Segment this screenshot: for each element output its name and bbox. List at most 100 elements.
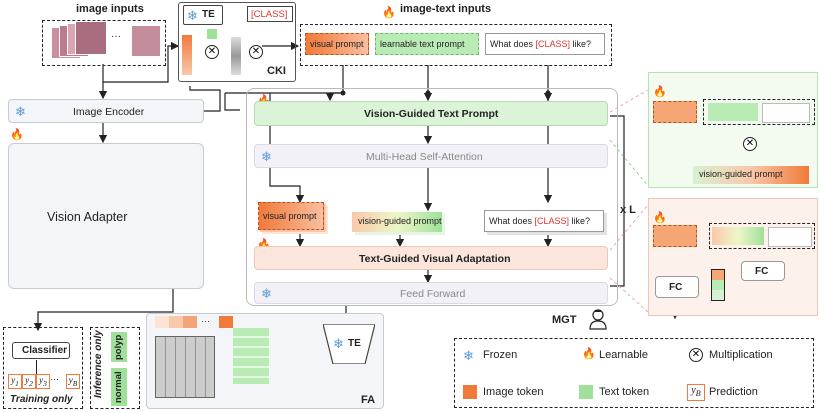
- multiply-icon: ✕: [689, 348, 703, 362]
- snowflake-icon: ❄: [333, 336, 344, 351]
- image-encoder-block: ❄ Image Encoder: [8, 99, 204, 123]
- image-inputs-box: ···: [42, 20, 166, 66]
- vision-guided-prompt-box: vision-guided prompt: [352, 212, 442, 232]
- fire-icon: 🔥: [582, 348, 596, 360]
- fa-te-block: ❄ TE: [323, 324, 375, 364]
- visual-prompt-box: visual prompt: [305, 33, 369, 55]
- image-text-inputs-box: visual prompt learnable text prompt What…: [300, 24, 612, 66]
- token-dots: ···: [201, 316, 210, 326]
- visual-prompt-box: visual prompt: [258, 202, 324, 230]
- vision-guided-prompt-label: vision-guided prompt: [358, 216, 442, 226]
- text-feature-stack: [233, 328, 269, 384]
- classifier-label: Classifier: [22, 345, 68, 356]
- image-token: [219, 316, 233, 328]
- class-polyp-label: polyp: [113, 334, 124, 360]
- image-token: [653, 225, 697, 247]
- patch-image-4: [75, 21, 107, 55]
- multiply-icon: ✕: [205, 45, 219, 59]
- inference-only-box: Inference only polyp normal: [90, 327, 140, 409]
- vg-prompt-label: vision-guided prompt: [699, 169, 783, 179]
- legend: ❄ Frozen 🔥 Learnable ✕ Multiplication Im…: [454, 338, 814, 408]
- vgtp-label: Vision-Guided Text Prompt: [364, 108, 499, 120]
- vision-guided-text-prompt-block: Vision-Guided Text Prompt: [254, 101, 608, 126]
- cki-class-token: [CLASS]: [251, 9, 288, 20]
- vgtp-detail-panel: 🔥 ✕ vision-guided prompt: [648, 72, 818, 188]
- classifier-block: Classifier: [12, 342, 70, 359]
- legend-prediction: Prediction: [709, 386, 758, 398]
- text-token-swatch: [579, 385, 593, 399]
- cki-module: ❄ TE [CLASS] ✕ ✕ CKI: [178, 2, 296, 82]
- ff-label: Feed Forward: [400, 288, 466, 300]
- fa-module: ··· ❄ TE FA: [146, 313, 384, 409]
- question-prompt-box: What does [CLASS] like?: [484, 210, 604, 232]
- prediction-swatch: yB: [687, 384, 705, 401]
- snowflake-icon: ❄: [261, 149, 272, 164]
- similarity-matrix: [155, 336, 215, 398]
- image-encoder-label: Image Encoder: [73, 106, 145, 118]
- fire-icon: 🔥: [382, 7, 396, 19]
- mgt-module: [246, 88, 618, 306]
- fire-icon: 🔥: [257, 239, 271, 251]
- text-guided-visual-adaptation-block: Text-Guided Visual Adaptation: [254, 246, 608, 270]
- snowflake-icon: ❄: [187, 8, 198, 23]
- image-token: [183, 316, 197, 328]
- image-token-swatch: [463, 385, 477, 399]
- vision-adapter-block: Vision Adapter: [8, 143, 204, 289]
- fc-label: FC: [669, 282, 683, 293]
- feed-forward-block: ❄ Feed Forward: [254, 282, 608, 304]
- snowflake-icon: ❄: [15, 104, 26, 119]
- text-token: [768, 227, 812, 247]
- classifier-arrow: [36, 360, 37, 374]
- visual-prompt-label: visual prompt: [263, 211, 317, 221]
- image-token: [169, 316, 183, 328]
- question-prompt: What does [CLASS] like?: [490, 39, 592, 49]
- prediction-token: y2: [22, 374, 36, 389]
- text-prompt-group: [703, 99, 815, 125]
- prediction-token: yB: [66, 374, 80, 389]
- text-prompt-group: [709, 223, 815, 249]
- cki-te-box: ❄ TE: [183, 5, 223, 25]
- patch-dots: ···: [111, 31, 121, 42]
- cki-label: CKI: [267, 65, 286, 77]
- cki-class-box: [CLASS]: [247, 6, 293, 22]
- fire-icon: 🔥: [653, 212, 667, 224]
- multiply-icon: ✕: [743, 137, 757, 151]
- patch-image-5: [131, 25, 161, 57]
- prediction-token: y1: [8, 374, 22, 389]
- cki-te-label: TE: [202, 9, 215, 20]
- text-token: [207, 29, 217, 39]
- inference-only-label: Inference only: [93, 330, 104, 398]
- image-inputs-header: image inputs: [76, 3, 144, 15]
- fa-te-label: TE: [348, 338, 361, 349]
- tgva-label: Text-Guided Visual Adaptation: [359, 253, 511, 265]
- snowflake-icon: ❄: [463, 348, 474, 363]
- image-token: [653, 101, 697, 123]
- multiply-icon: ✕: [249, 45, 263, 59]
- legend-frozen: Frozen: [483, 349, 518, 361]
- legend-text-token: Text token: [599, 386, 650, 398]
- training-only-label: Training only: [10, 394, 73, 405]
- vision-guided-prompt-box: vision-guided prompt: [693, 166, 809, 184]
- tgva-detail-panel: 🔥 FC FC: [648, 198, 818, 316]
- image-text-inputs-header: image-text inputs: [400, 3, 492, 15]
- text-token: [762, 103, 810, 123]
- legend-multiplication: Multiplication: [709, 349, 773, 361]
- text-token: [712, 227, 764, 245]
- weighted-token-stack: [231, 37, 241, 75]
- fc-block: FC: [655, 276, 699, 298]
- prediction-token: y3: [36, 374, 50, 389]
- question-prompt-box: What does [CLASS] like?: [485, 33, 605, 55]
- learnable-text-prompt-box: learnable text prompt: [375, 33, 479, 55]
- learnable-text-prompt-label: learnable text prompt: [380, 39, 465, 49]
- class-normal-label: normal: [113, 371, 124, 403]
- vision-adapter-label: Vision Adapter: [47, 210, 128, 224]
- snowflake-icon: ❄: [261, 286, 272, 301]
- legend-image-token: Image token: [483, 386, 544, 398]
- visual-prompt-label: visual prompt: [310, 39, 364, 49]
- text-token: [708, 103, 758, 121]
- mgt-label: MGT: [552, 314, 577, 326]
- class-normal-token: normal: [111, 368, 127, 406]
- fc-label: FC: [755, 266, 769, 277]
- class-polyp-token: polyp: [111, 332, 127, 362]
- mhsa-label: Multi-Head Self-Attention: [366, 151, 483, 163]
